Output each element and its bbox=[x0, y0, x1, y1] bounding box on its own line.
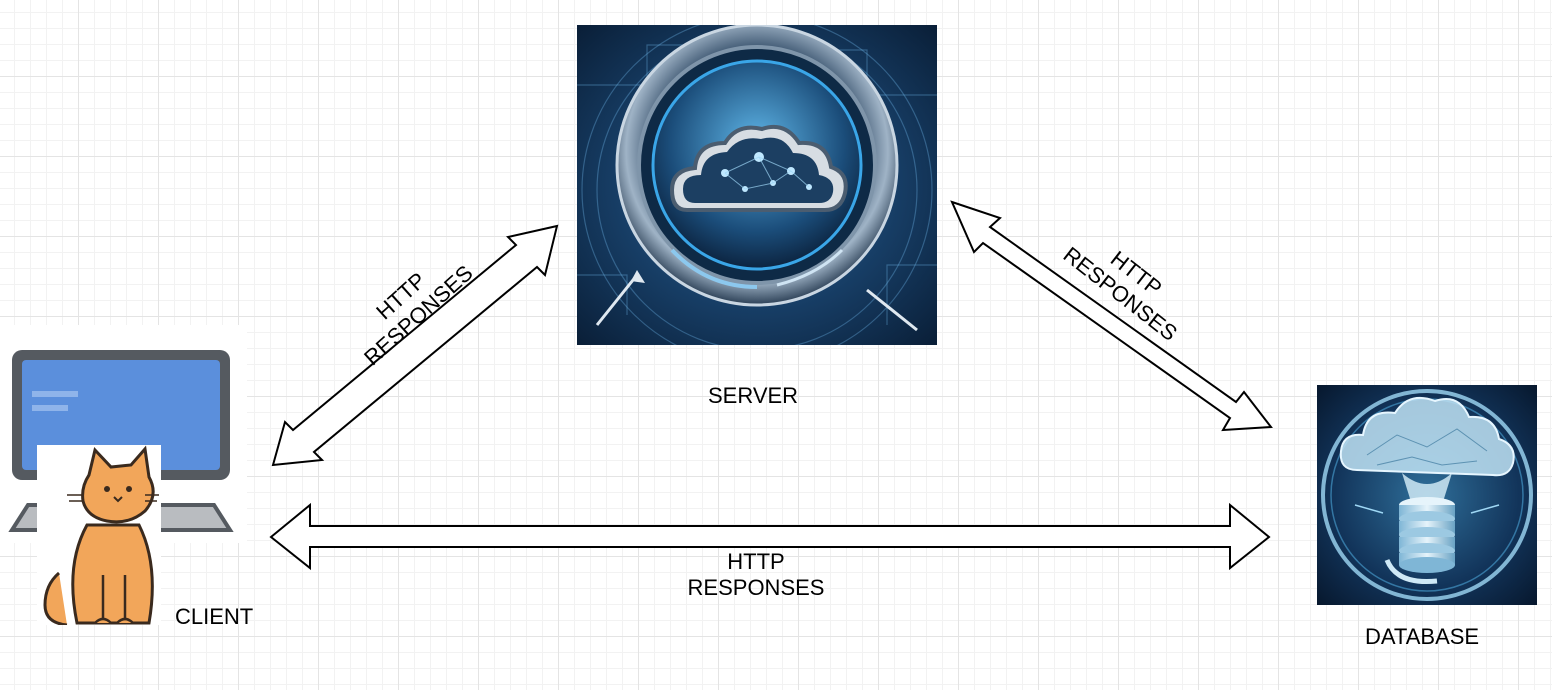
server-image bbox=[577, 25, 937, 345]
edge-label-line1: HTTP bbox=[727, 549, 785, 574]
database-label: DATABASE bbox=[1365, 624, 1480, 649]
server-label: SERVER bbox=[708, 383, 799, 408]
cat-icon bbox=[43, 445, 159, 625]
cloud-server-icon bbox=[577, 25, 937, 345]
client-database-edge-label: HTTP RESPONSES bbox=[676, 549, 836, 601]
edge-label-line2: RESPONSES bbox=[687, 575, 825, 600]
database-image bbox=[1317, 385, 1537, 605]
client-server-edge-label: HTTP RESPONSES bbox=[341, 240, 480, 372]
server-database-arrow bbox=[950, 200, 1273, 432]
server-database-edge-label: HTTP RESPONSES bbox=[1057, 220, 1199, 347]
client-cat-image bbox=[37, 445, 161, 625]
client-server-arrow bbox=[271, 224, 559, 467]
client-label: CLIENT bbox=[175, 604, 254, 629]
cloud-database-icon bbox=[1317, 385, 1537, 605]
